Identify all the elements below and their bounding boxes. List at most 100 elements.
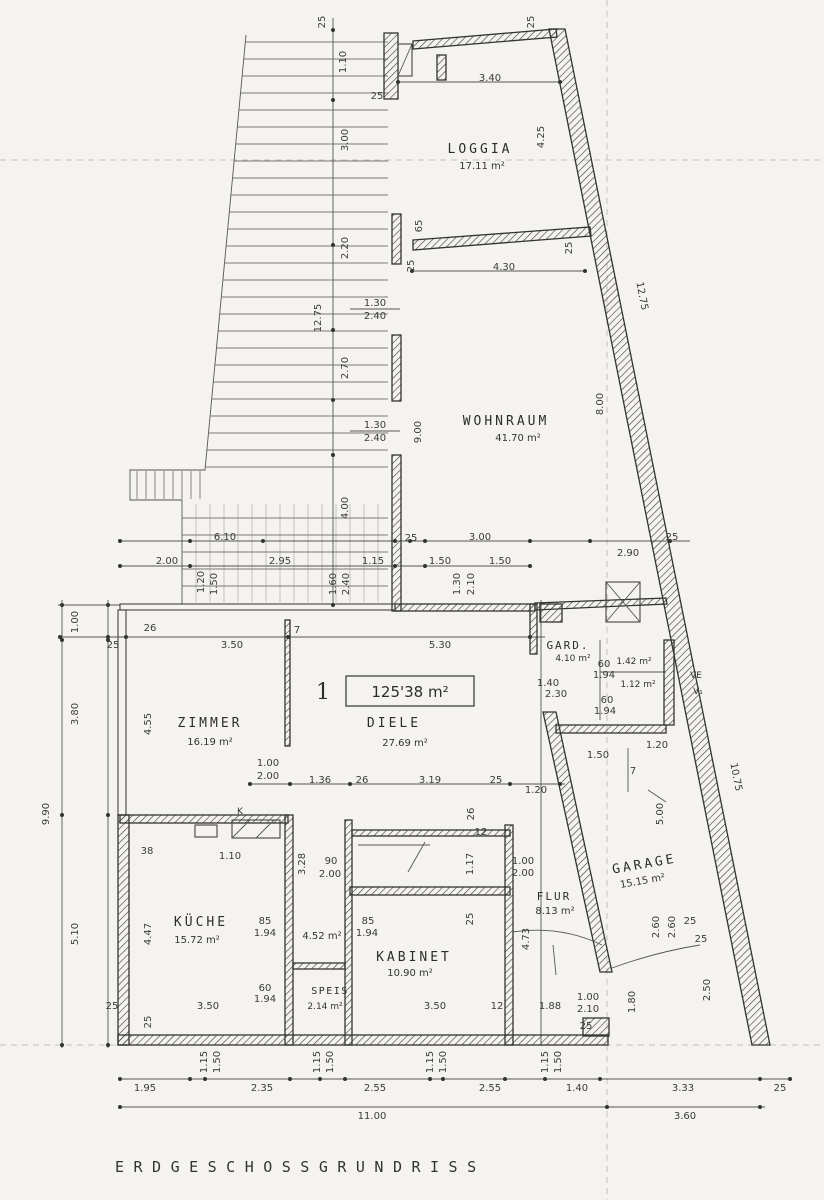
dimension-label: 3.60: [674, 1111, 696, 1122]
room-area-wohnraum: 41.70 m²: [495, 433, 541, 444]
dimension-label: 3.50: [197, 1001, 219, 1012]
dimension-label: 12: [475, 827, 488, 838]
dimension-label: 1.15: [199, 1051, 210, 1073]
wall: [119, 814, 289, 824]
room-labels: LOGGIA 17.11 m² WOHNRAUM 41.70 m² ZIMMER…: [174, 142, 703, 1012]
dimension-label: 2.55: [364, 1083, 386, 1094]
dimension-tick: [588, 539, 592, 543]
dimension-lines: [58, 18, 790, 1108]
dimension-label: 1.30: [364, 420, 386, 431]
room-name-kabinet: KABINET: [376, 950, 452, 965]
k-mark: K: [237, 807, 244, 817]
dimension-tick: [106, 1043, 110, 1047]
dimension-tick: [543, 1077, 547, 1081]
dimension-tick: [188, 564, 192, 568]
dimension-label: 25: [106, 1001, 119, 1012]
dimension-ticks: [58, 28, 792, 1109]
dimension-tick: [348, 782, 352, 786]
dimension-label: 3.33: [672, 1083, 694, 1094]
dimension-tick: [423, 564, 427, 568]
dimension-label: 26: [356, 775, 369, 786]
dimension-label: 26: [466, 808, 477, 821]
dimension-label: 26: [144, 623, 157, 634]
dimension-tick: [408, 539, 412, 543]
hall-area: 4.52 m²: [302, 931, 341, 942]
wall: [539, 603, 563, 623]
dimension-label: 3.80: [70, 703, 81, 725]
room-name-loggia: LOGGIA: [448, 142, 513, 157]
dimension-tick: [106, 635, 110, 639]
dimension-tick: [188, 1077, 192, 1081]
dimension-label: 1.94: [594, 706, 616, 717]
dimension-label: 2.00: [512, 868, 534, 879]
dimension-label: 25: [666, 532, 679, 543]
dimension-label: 1.88: [539, 1001, 561, 1012]
dimension-label: 60: [601, 695, 614, 706]
dimension-label: 38: [141, 846, 154, 857]
dimension-label: 2.70: [340, 357, 351, 379]
room-area-speis: 2.14 m²: [307, 1002, 343, 1012]
room-name-wohnraum: WOHNRAUM: [463, 414, 550, 429]
total-area-box: [345, 675, 475, 707]
dimension-tick: [393, 564, 397, 568]
dimension-label: 1.94: [254, 928, 276, 939]
dimension-label: 1.17: [465, 853, 476, 875]
dimension-label: 1.94: [593, 670, 615, 681]
dimension-label: 25: [107, 640, 120, 651]
drawing-title: ERDGESCHOSSGRUNDRISS: [115, 1158, 486, 1176]
door-leaf: [552, 944, 557, 976]
dimension-label: 1.30: [452, 573, 463, 595]
dimension-tick: [758, 1105, 762, 1109]
dimension-label: 7: [294, 625, 300, 636]
dimension-label: 60: [598, 659, 611, 670]
dimension-label: 3.40: [479, 73, 501, 84]
dimension-label: 1.00: [577, 992, 599, 1003]
dimension-tick: [331, 603, 335, 607]
dimension-label: 8.00: [595, 393, 606, 415]
dimension-label: 1.30: [364, 298, 386, 309]
dimension-label: 1.50: [438, 1051, 449, 1073]
dimension-label: 1.15: [425, 1051, 436, 1073]
dimension-label: 1.50: [489, 556, 511, 567]
room-area-zimmer: 16.19 m²: [187, 737, 233, 748]
dimension-label: 9.90: [41, 803, 52, 825]
dimension-tick: [106, 813, 110, 817]
dimension-tick: [60, 1043, 64, 1047]
dimension-label: 7: [630, 766, 636, 777]
room-name-gard: GARD.: [546, 639, 589, 652]
dimension-label: 1.50: [212, 1051, 223, 1073]
wall: [391, 454, 402, 612]
dimension-label: 3.00: [340, 129, 351, 151]
dimension-tick: [558, 782, 562, 786]
wall: [391, 334, 402, 402]
dimension-tick: [788, 1077, 792, 1081]
dimension-tick: [58, 635, 62, 639]
dimension-tick: [118, 564, 122, 568]
dimension-tick: [668, 539, 672, 543]
dimension-label: 2.00: [257, 771, 279, 782]
dimension-label: 2.60: [651, 916, 662, 938]
dimension-label: 1.00: [512, 856, 534, 867]
room-area-diele: 27.69 m²: [382, 738, 428, 749]
room-name-kueche: KÜCHE: [174, 913, 228, 930]
wall: [391, 213, 402, 265]
dimension-tick: [331, 453, 335, 457]
dimension-tick: [393, 539, 397, 543]
dimension-tick: [118, 539, 122, 543]
small-room-area: 1.12 m²: [620, 680, 656, 690]
garage-door-swing: [611, 944, 701, 969]
wall: [436, 54, 447, 81]
dimension-label: 25: [405, 533, 418, 544]
dimension-tick: [203, 1077, 207, 1081]
dimension-label: 90: [325, 856, 338, 867]
chimney-box: [397, 43, 413, 77]
dimension-label: 4.30: [493, 262, 515, 273]
outer-wall-left: [117, 814, 130, 1046]
dimension-label: 5.30: [429, 640, 451, 651]
dimension-label: 1.50: [587, 750, 609, 761]
dimension-tick: [188, 539, 192, 543]
dimension-label: 1.80: [627, 991, 638, 1013]
dimension-label: 3.50: [221, 640, 243, 651]
dimension-tick: [410, 269, 414, 273]
